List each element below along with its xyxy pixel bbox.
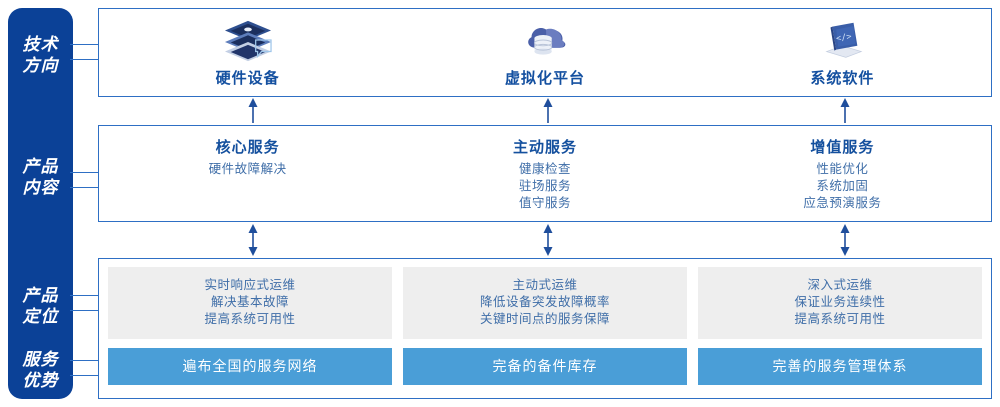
content-item: 性能优化: [816, 162, 869, 176]
positioning-point: 关键时间点的服务保障: [479, 312, 610, 326]
svg-text:</>: </>: [836, 32, 853, 44]
connector-strength-upper: [70, 360, 100, 361]
positioning-point: 降低设备突发故障概率: [479, 295, 610, 309]
positioning-box: 深入式运维 保证业务连续性 提高系统可用性: [698, 267, 982, 339]
content-item: 驻场服务: [518, 179, 571, 193]
connector-position-lower: [70, 310, 100, 311]
connector-content-lower: [70, 187, 100, 188]
bottom-column-deep: 深入式运维 保证业务连续性 提高系统可用性 完善的服务管理体系: [698, 267, 982, 390]
positioning-point: 主动式运维: [512, 278, 578, 292]
rail-label-line1: 技术: [22, 35, 59, 54]
arrow-up-hardware: [248, 98, 258, 123]
content-item: 健康检查: [518, 162, 571, 176]
rail-label-line1: 服务: [22, 350, 59, 369]
content-item: 应急预演服务: [803, 196, 882, 210]
product-positioning-panel: 实时响应式运维 解决基本故障 提高系统可用性 遍布全国的服务网络 主动式运维 降…: [98, 258, 992, 399]
bottom-column-proactive: 主动式运维 降低设备突发故障概率 关键时间点的服务保障 完备的备件库存: [403, 267, 687, 390]
content-item: 硬件故障解决: [208, 162, 287, 176]
connector-position-upper: [70, 295, 100, 296]
content-column-title: 主动服务: [512, 139, 577, 156]
tech-item-label: 硬件设备: [215, 70, 280, 87]
strength-banner[interactable]: 完备的备件库存: [403, 348, 687, 385]
arrow-up-virtualization: [543, 98, 553, 123]
rail-label-line1: 产品: [22, 286, 59, 305]
product-content-panel: 核心服务 硬件故障解决 主动服务 健康检查 驻场服务 值守服务 增值服务 性能优…: [98, 125, 992, 222]
tech-item-system-software[interactable]: </> 系统软件: [694, 9, 991, 96]
bottom-column-realtime: 实时响应式运维 解决基本故障 提高系统可用性 遍布全国的服务网络: [108, 267, 392, 390]
positioning-point: 提高系统可用性: [204, 312, 296, 326]
content-column-title: 增值服务: [810, 139, 875, 156]
connector-tech-lower: [70, 59, 100, 60]
connector-strength-lower: [70, 375, 100, 376]
rail-label-line2: 定位: [22, 307, 59, 326]
positioning-point: 提高系统可用性: [794, 312, 886, 326]
arrow-double-value-added: [840, 224, 850, 256]
positioning-point: 保证业务连续性: [794, 295, 886, 309]
content-column-proactive[interactable]: 主动服务 健康检查 驻场服务 值守服务: [396, 126, 693, 221]
category-rail: 技术 方向 产品 内容 产品 定位 服务 优势: [8, 8, 73, 399]
cloud-database-icon: [528, 27, 566, 55]
tech-item-hardware[interactable]: 硬件设备: [99, 9, 396, 96]
content-column-value-added[interactable]: 增值服务 性能优化 系统加固 应急预演服务: [694, 126, 991, 221]
content-item: 值守服务: [518, 196, 571, 210]
rail-label-line2: 优势: [22, 371, 59, 390]
content-item: 系统加固: [816, 179, 869, 193]
rail-label-line1: 产品: [22, 157, 59, 176]
positioning-point: 解决基本故障: [210, 295, 289, 309]
tech-item-label: 系统软件: [810, 70, 875, 87]
rail-label-tech-direction: 技术 方向: [8, 34, 73, 76]
arrow-double-core: [248, 224, 258, 256]
server-stack-icon: [224, 20, 272, 62]
strength-banner[interactable]: 完善的服务管理体系: [698, 348, 982, 385]
arrow-up-system-software: [840, 98, 850, 123]
positioning-point: 实时响应式运维: [204, 278, 296, 292]
positioning-box: 实时响应式运维 解决基本故障 提高系统可用性: [108, 267, 392, 339]
tech-item-label: 虚拟化平台: [504, 70, 585, 87]
content-column-core[interactable]: 核心服务 硬件故障解决: [99, 126, 396, 221]
laptop-code-icon: </>: [825, 22, 863, 58]
tech-item-virtualization[interactable]: 虚拟化平台: [396, 9, 693, 96]
rail-label-line2: 方向: [22, 56, 59, 75]
positioning-box: 主动式运维 降低设备突发故障概率 关键时间点的服务保障: [403, 267, 687, 339]
tech-direction-panel: 硬件设备 虚拟化平台: [98, 8, 992, 97]
rail-label-line2: 内容: [22, 178, 59, 197]
positioning-point: 深入式运维: [807, 278, 873, 292]
rail-label-service-strength: 服务 优势: [8, 349, 73, 391]
rail-label-product-position: 产品 定位: [8, 285, 73, 327]
connector-content-upper: [70, 172, 100, 173]
connector-tech-upper: [70, 44, 100, 45]
rail-label-product-content: 产品 内容: [8, 156, 73, 198]
arrow-double-proactive: [543, 224, 553, 256]
content-column-title: 核心服务: [215, 139, 280, 156]
strength-banner[interactable]: 遍布全国的服务网络: [108, 348, 392, 385]
